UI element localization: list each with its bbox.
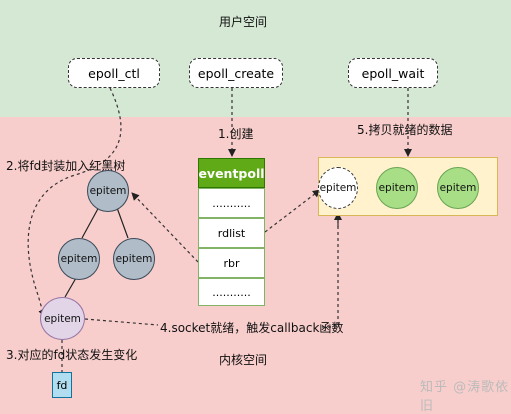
ready-epitem-2: epitem	[376, 167, 418, 209]
tree-edge-right	[115, 204, 129, 239]
epoll-wait-box: epoll_wait	[348, 58, 438, 88]
tree-right-epitem: epitem	[113, 238, 155, 280]
eventpoll-row-rdlist: rdlist	[198, 218, 265, 248]
tree-left-epitem: epitem	[58, 238, 100, 280]
edge-ctl-to-epitem	[27, 87, 122, 317]
eventpoll-row-ellipsis-top: ...........	[198, 188, 265, 218]
edge-callback	[84, 215, 339, 328]
step-create-label: 1.创建	[218, 127, 254, 141]
eventpoll-row-rbr: rbr	[198, 248, 265, 278]
epoll-create-box: epoll_create	[189, 58, 283, 88]
eventpoll-header: eventpoll	[198, 158, 265, 188]
step-add-label: 2.将fd封装加入红黑树	[6, 159, 126, 173]
watermark: 知乎 @涛歌依旧	[420, 380, 510, 414]
step-callback-label: 4.socket就绪，触发callback函数	[160, 321, 344, 335]
step-change-label: 3.对应的fd状态发生变化	[6, 348, 138, 362]
ready-epitem-1: epitem	[318, 167, 358, 209]
step-copy-label: 5.拷贝就绪的数据	[357, 123, 453, 137]
epoll-ctl-box: epoll_ctl	[68, 58, 160, 88]
kernel-space-label: 内核空间	[219, 353, 268, 367]
edge-rdlist-to-readylist	[264, 189, 321, 233]
tree-edge-left	[81, 204, 101, 239]
tree-root-epitem: epitem	[87, 170, 129, 212]
tree-leaf-epitem: epitem	[40, 297, 85, 340]
eventpoll-row-ellipsis-bottom: ...........	[198, 278, 265, 306]
ready-epitem-3: epitem	[437, 167, 479, 209]
tree-edge-leaf	[64, 277, 77, 298]
edge-rbr-to-tree	[131, 192, 199, 263]
user-space-label: 用户空间	[219, 15, 268, 29]
fd-box: fd	[52, 372, 72, 398]
